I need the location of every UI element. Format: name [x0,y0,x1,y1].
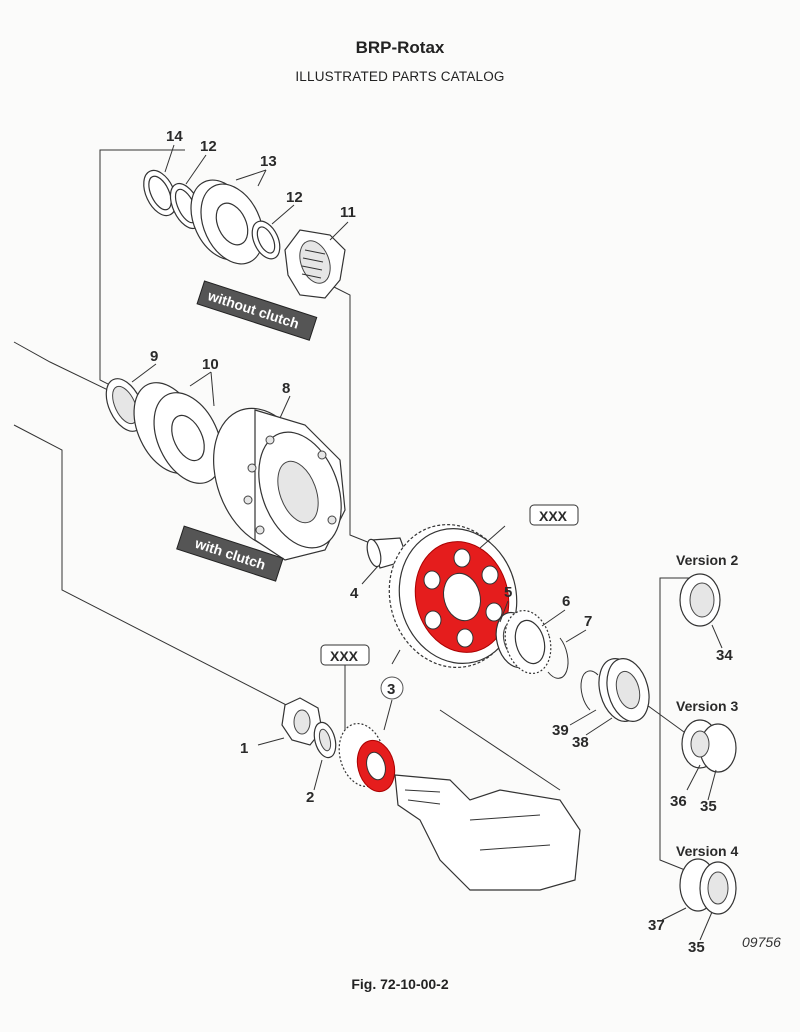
xxx-gear-text: XXX [539,508,568,524]
callout-1: 1 [240,740,248,757]
callout-2: 2 [306,789,314,806]
callout-7: 7 [584,613,592,630]
part-36-35-assembly [681,719,737,773]
callout-14: 14 [166,128,183,145]
part-7-circlip [547,637,569,679]
part-3-gear [388,524,518,668]
sprocket-xxx [338,722,396,793]
part-10-discs [133,382,223,484]
callout-4: 4 [350,585,359,602]
part-38-bearing [598,658,650,722]
part-34-seal [679,573,721,627]
part-12-ring-lower [251,220,281,260]
callout-12-upper: 12 [200,138,217,155]
callout-8: 8 [282,380,290,397]
version-2-label: Version 2 [676,552,738,568]
xxx-tag-sprocket: XXX [320,644,370,666]
part-8-clutch [213,407,346,561]
part-39-circlip [580,670,599,711]
callout-6: 6 [562,593,570,610]
callout-3: 3 [387,681,395,698]
leader-lines [131,144,723,941]
callout-38: 38 [572,734,589,751]
part-13-discs [190,179,264,265]
callout-35-v3: 35 [700,798,717,815]
part-2-washer [313,721,337,759]
drawing-number: 09756 [742,934,781,950]
part-37-35-assembly [679,858,737,915]
callout-5: 5 [504,584,512,601]
part-11-hub [284,229,346,299]
figure-caption: Fig. 72-10-00-2 [351,976,449,992]
callout-13: 13 [260,153,277,170]
crankshaft [394,774,581,891]
page-title: BRP-Rotax [355,38,445,57]
xxx-sprocket-text: XXX [330,648,359,664]
callout-10: 10 [202,356,219,373]
version-3-label: Version 3 [676,698,738,714]
part-6-gear-small [504,609,552,675]
callout-34: 34 [716,647,733,664]
callout-12-lower: 12 [286,189,303,206]
part-1-nut [281,697,323,746]
callout-36: 36 [670,793,687,810]
callout-9: 9 [150,348,158,365]
callout-35-v4: 35 [688,939,705,956]
callout-11: 11 [340,204,356,221]
page-subtitle: ILLUSTRATED PARTS CATALOG [295,69,505,84]
callout-3-circle [380,676,404,700]
callout-39: 39 [552,722,569,739]
callout-37: 37 [648,917,665,934]
xxx-tag-gear: XXX [529,504,579,526]
version-4-label: Version 4 [676,843,738,859]
